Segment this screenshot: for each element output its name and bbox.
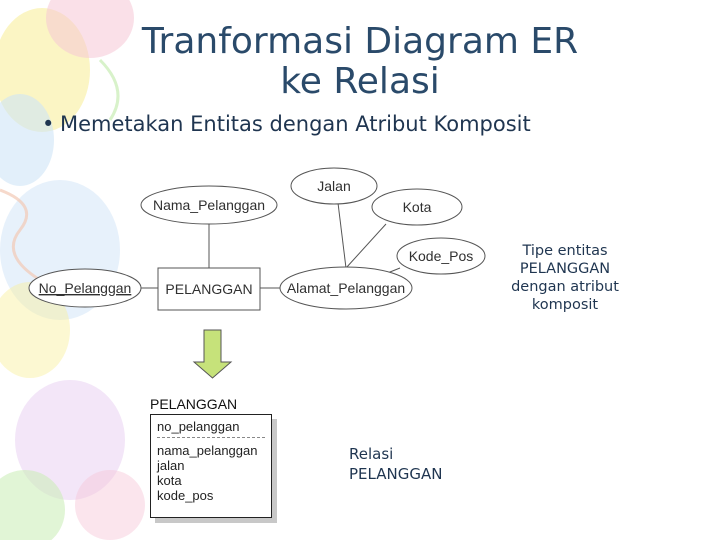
relation-caption-line: PELANGGAN <box>349 465 443 483</box>
caption-line: Tipe entitas <box>522 243 608 259</box>
attribute-ellipse-jalan <box>290 167 378 205</box>
entity-label-pelanggan: PELANGGAN <box>165 281 252 297</box>
balloon-decoration <box>0 470 65 540</box>
slide-title: Tranformasi Diagram ER ke Relasi <box>0 22 720 102</box>
entity-box-pelanggan <box>157 267 261 311</box>
caption-line: dengan atribut <box>511 279 619 295</box>
down-arrow-icon <box>192 329 233 379</box>
caption-line: PELANGGAN <box>519 261 611 277</box>
relation-attribute: kota <box>157 473 182 488</box>
caption-line: komposit <box>531 297 599 313</box>
connector-line <box>345 223 387 269</box>
balloon-decoration <box>46 0 134 58</box>
bullet-point: •Memetakan Entitas dengan Atribut Kompos… <box>42 112 531 136</box>
relation-attribute: jalan <box>157 458 185 473</box>
balloon-decoration <box>0 282 70 378</box>
relation-table-title: PELANGGAN <box>150 396 238 412</box>
attribute-label-jalan: Jalan <box>317 178 350 194</box>
relation-caption-line: Relasi <box>349 445 394 463</box>
relation-attribute-list: nama_pelanggan jalan kota kode_pos <box>157 443 257 503</box>
attribute-label-kode-pos: Kode_Pos <box>409 248 474 264</box>
relation-table: no_pelanggan nama_pelanggan jalan kota k… <box>150 414 272 518</box>
attribute-ellipse-nama-pelanggan <box>140 185 278 225</box>
bullet-text: Memetakan Entitas dengan Atribut Komposi… <box>60 112 531 136</box>
balloon-decoration <box>15 380 125 500</box>
primary-key-attribute: no_pelanggan <box>157 419 240 434</box>
attribute-ellipse-kota <box>371 188 463 226</box>
attribute-label-alamat-pelanggan: Alamat_Pelanggan <box>287 280 405 296</box>
title-line-2: ke Relasi <box>280 61 440 102</box>
relation-caption: Relasi PELANGGAN <box>349 444 442 484</box>
title-line-1: Tranformasi Diagram ER <box>141 21 579 62</box>
streamer-decoration <box>98 58 120 121</box>
attribute-ellipse-kode-pos <box>396 237 486 275</box>
relation-attribute: kode_pos <box>157 488 214 503</box>
connector-line <box>337 202 347 269</box>
attribute-label-nama-pelanggan: Nama_Pelanggan <box>153 197 265 213</box>
attribute-ellipse-alamat-pelanggan <box>279 266 413 310</box>
key-attribute-ellipse-no-pelanggan <box>28 268 142 308</box>
streamer-decoration <box>0 188 41 282</box>
diagram-caption: Tipe entitas PELANGGAN dengan atribut ko… <box>500 242 630 314</box>
key-attribute-label-no-pelanggan: No_Pelanggan <box>39 280 132 296</box>
balloon-decoration <box>75 470 145 540</box>
bullet-dot-icon: • <box>42 112 55 136</box>
relation-attribute: nama_pelanggan <box>157 443 258 458</box>
attribute-label-kota: Kota <box>403 199 432 215</box>
balloon-decoration <box>0 94 54 186</box>
key-divider <box>157 437 265 438</box>
